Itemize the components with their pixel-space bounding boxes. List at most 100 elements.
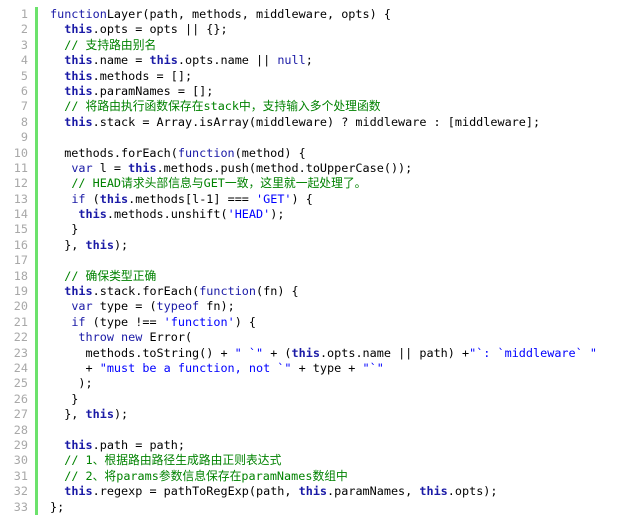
code-keyword: this: [149, 53, 178, 68]
line-number: 1: [20, 7, 28, 21]
line-number: 23: [13, 345, 28, 360]
gutter-bar: [35, 99, 38, 115]
code-line: 17: [0, 253, 644, 269]
code-text: // 支持路由别名: [50, 38, 156, 53]
code-keyword: this: [99, 191, 129, 206]
line-number: 19: [13, 284, 28, 299]
code-line: 9: [0, 130, 644, 146]
gutter-bar: [35, 284, 38, 300]
code-keyword: new: [121, 330, 143, 345]
code-token: .opts.name ||: [177, 53, 278, 68]
code-string: "must be a function, not `": [99, 360, 292, 375]
code-line: 31 // 2、将params参数信息保存在paramNames数组中: [0, 468, 644, 485]
line-number: 22: [13, 330, 28, 345]
code-line: 33};: [0, 499, 644, 515]
code-token: .methods = [];: [92, 68, 193, 83]
gutter-bar: [35, 191, 38, 208]
line-number: 29: [13, 437, 28, 452]
code-line: 21 if (type !== 'function') {: [0, 314, 644, 331]
code-string: "`: `middleware` ": [469, 345, 597, 360]
code-token: + type +: [291, 360, 363, 375]
code-line: 7 // 将路由执行函数保存在stack中，支持输入多个处理函数: [0, 99, 644, 115]
code-line: 11 var l = this.methods.push(method.toUp…: [0, 160, 644, 177]
code-line: 12 // HEAD请求头部信息与GET一致，这里就一起处理了。: [0, 176, 644, 192]
code-line: 3 // 支持路由别名: [0, 37, 644, 54]
code-line: 22 throw new Error(: [0, 330, 644, 346]
line-number: 17: [13, 253, 28, 268]
code-text: var l = this.methods.push(method.toUpper…: [50, 161, 412, 176]
code-line: 14 this.methods.unshift('HEAD');: [0, 207, 644, 223]
gutter-bar: [35, 422, 38, 438]
code-token: .stack = Array.isArray(middleware) ? mid…: [92, 114, 541, 129]
code-token: .opts = opts || {};: [92, 22, 228, 37]
code-line: 24 + "must be a function, not `" + type …: [0, 360, 644, 377]
code-line: 23 methods.toString() + " `" + (this.opt…: [0, 345, 644, 361]
code-token: ) {: [291, 191, 313, 206]
code-keyword: this: [78, 207, 107, 222]
line-number: 25: [13, 376, 28, 391]
code-token: .name =: [92, 53, 150, 68]
code-text: if (this.methods[l-1] === 'GET') {: [50, 192, 313, 207]
code-text: var type = (typeof fn);: [50, 299, 234, 314]
code-token: [50, 161, 71, 175]
code-keyword: function: [50, 7, 107, 21]
code-keyword: function: [199, 284, 257, 299]
line-number: 9: [20, 130, 28, 145]
line-number: 4: [20, 53, 28, 68]
code-token: [50, 284, 64, 298]
code-line: 8 this.stack = Array.isArray(middleware)…: [0, 114, 644, 131]
code-keyword: this: [64, 22, 93, 37]
gutter-bar: [35, 437, 38, 454]
code-text: this.stack = Array.isArray(middleware) ?…: [50, 115, 540, 130]
code-token: [50, 269, 64, 283]
code-token: methods.toString() +: [50, 345, 235, 360]
code-text: if (type !== 'function') {: [50, 315, 256, 330]
code-line: 20 var type = (typeof fn);: [0, 299, 644, 315]
code-token: .methods.unshift(: [106, 207, 228, 222]
code-text: // 确保类型正确: [50, 269, 156, 284]
line-number: 8: [20, 114, 28, 129]
code-text: + "must be a function, not `" + type + "…: [50, 361, 384, 376]
line-number: 14: [13, 207, 28, 222]
line-number: 20: [13, 299, 28, 314]
gutter-bar: [35, 22, 38, 38]
code-text: // 1、根据路由路径生成路由正则表达式: [50, 453, 281, 468]
code-token: [50, 53, 64, 67]
code-text: methods.forEach(function(method) {: [50, 146, 306, 161]
code-token: [50, 69, 64, 83]
code-string: " `": [234, 345, 264, 360]
line-number: 3: [20, 37, 28, 52]
code-comment: // HEAD请求头部信息与GET一致，这里就一起处理了。: [71, 176, 367, 191]
gutter-bar: [35, 253, 38, 269]
code-keyword: throw: [78, 330, 114, 345]
gutter-bar: [35, 391, 38, 408]
code-token: (fn) {: [256, 284, 299, 299]
code-token: },: [50, 237, 86, 252]
code-keyword: if: [71, 314, 86, 329]
code-line: 29 this.path = path;: [0, 437, 644, 454]
code-keyword: var: [71, 160, 93, 175]
code-comment: // 1、根据路由路径生成路由正则表达式: [64, 453, 282, 468]
code-line: 13 if (this.methods[l-1] === 'GET') {: [0, 191, 644, 208]
code-keyword: this: [64, 114, 93, 129]
code-text: // 将路由执行函数保存在stack中，支持输入多个处理函数: [50, 99, 380, 114]
code-comment: // 支持路由别名: [64, 37, 157, 52]
code-keyword: this: [298, 484, 328, 499]
gutter-bar: [35, 299, 38, 315]
line-number: 13: [13, 191, 28, 206]
code-text: }, this);: [50, 407, 128, 422]
code-token: }: [50, 391, 79, 406]
code-text: };: [50, 500, 64, 515]
code-line: 16 }, this);: [0, 237, 644, 254]
code-text: this.regexp = pathToRegExp(path, this.pa…: [50, 484, 497, 499]
code-token: (: [85, 191, 100, 206]
code-line: 18 // 确保类型正确: [0, 268, 644, 285]
code-token: Error(: [142, 330, 193, 345]
code-keyword: this: [64, 284, 93, 299]
code-token: [50, 207, 78, 221]
gutter-bar: [35, 376, 38, 392]
code-text: this.methods = [];: [50, 69, 192, 84]
line-number: 18: [13, 268, 28, 283]
code-token: };: [50, 499, 65, 514]
